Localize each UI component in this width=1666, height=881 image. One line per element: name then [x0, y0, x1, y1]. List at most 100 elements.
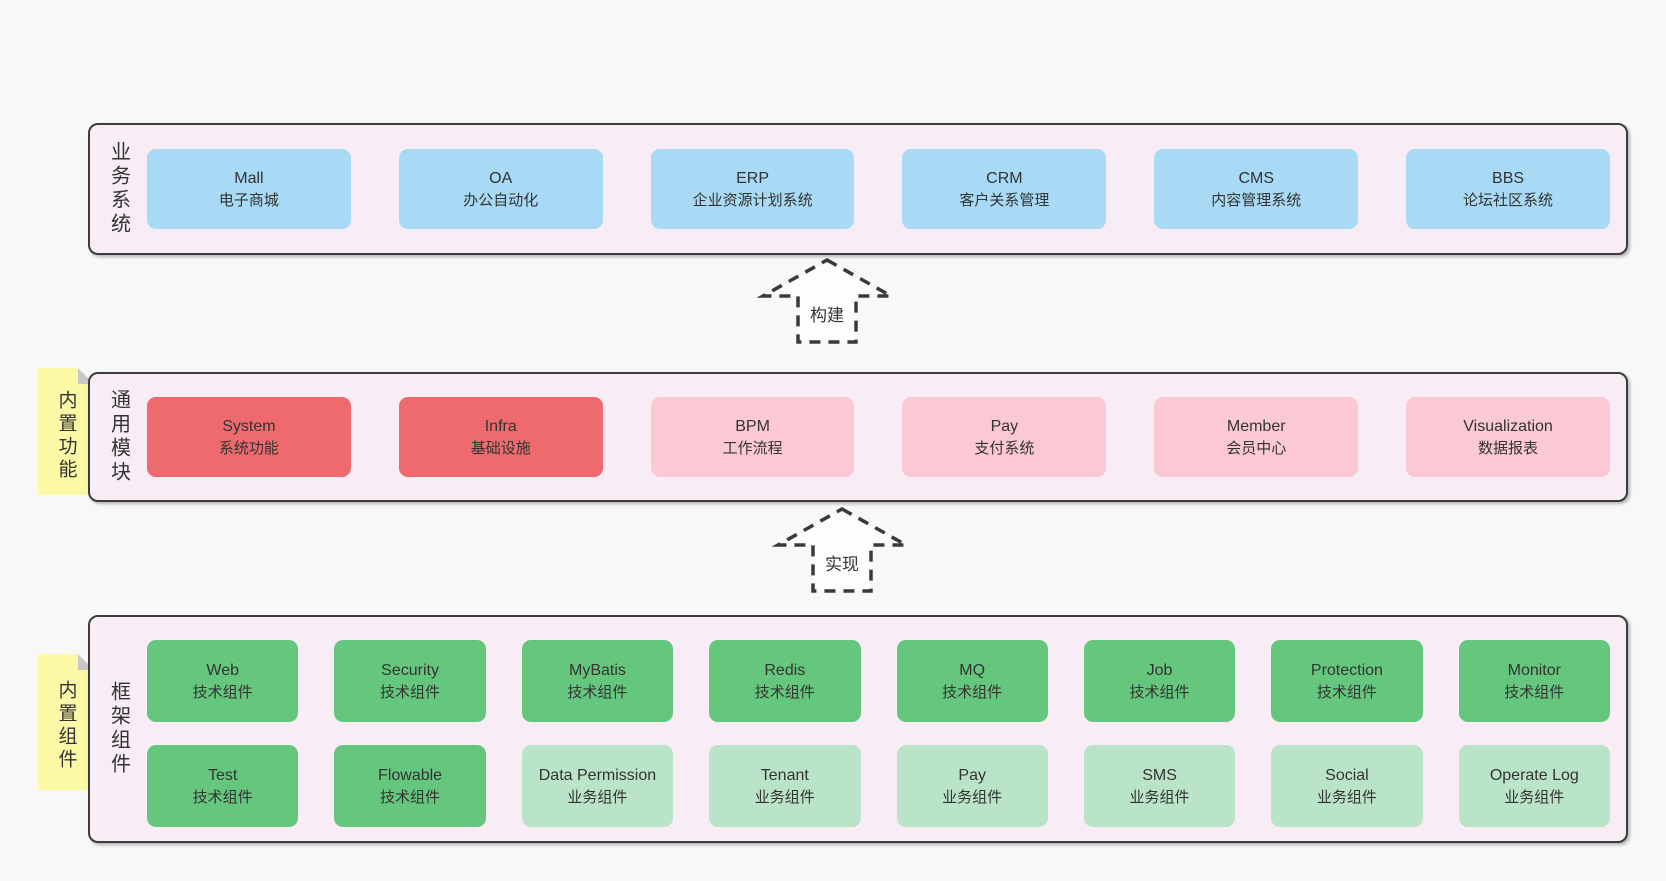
box-sms: SMS 业务组件 — [1083, 745, 1236, 827]
box-title: Redis — [764, 661, 806, 679]
box-pay-component: Pay 业务组件 — [896, 745, 1048, 827]
box-title: Pay — [990, 417, 1019, 435]
box-bpm: BPM 工作流程 — [650, 397, 855, 477]
box-monitor: Monitor 技术组件 — [1458, 640, 1610, 722]
box-security: Security 技术组件 — [334, 640, 486, 722]
box-subtitle: 客户关系管理 — [959, 191, 1050, 209]
box-subtitle: 内容管理系统 — [1211, 191, 1302, 209]
box-title: MyBatis — [568, 661, 626, 679]
band-label-common-modules: 通用模块 — [90, 374, 147, 500]
box-redis: Redis 技术组件 — [709, 640, 861, 722]
box-protection: Protection 技术组件 — [1271, 640, 1423, 722]
box-test: Test 技术组件 — [147, 745, 299, 827]
components-row-1: Web 技术组件 Security 技术组件 MyBatis 技术组件 Redi… — [147, 640, 1610, 722]
band-label-text: 业务系统 — [107, 141, 130, 237]
box-title: Visualization — [1463, 417, 1553, 435]
box-title: Monitor — [1507, 661, 1561, 679]
band-business-systems: 业务系统 Mall 电子商城 OA 办公自动化 ERP 企业资源计划系统 CRM… — [88, 123, 1628, 255]
box-bbs: BBS 论坛社区系统 — [1406, 149, 1610, 229]
box-social: Social 业务组件 — [1271, 745, 1423, 827]
box-title: Test — [208, 766, 238, 784]
box-title: Flowable — [378, 766, 443, 784]
box-visualization: Visualization 数据报表 — [1406, 397, 1610, 477]
sticky-text: 内置组件 — [55, 680, 77, 772]
box-subtitle: 技术组件 — [380, 683, 441, 701]
box-title: SMS — [1142, 766, 1177, 784]
box-subtitle: 系统功能 — [218, 439, 279, 457]
box-subtitle: 技术组件 — [192, 683, 253, 701]
box-title: BBS — [1492, 169, 1525, 187]
box-subtitle: 业务组件 — [1316, 788, 1377, 806]
box-title: Mall — [234, 169, 264, 187]
box-pay-system: Pay 支付系统 — [902, 397, 1107, 477]
box-subtitle: 技术组件 — [380, 788, 441, 806]
box-subtitle: 技术组件 — [754, 683, 815, 701]
box-mq: MQ 技术组件 — [896, 640, 1048, 722]
box-operate-log: Operate Log 业务组件 — [1458, 745, 1610, 827]
arrow-build-label: 构建 — [808, 301, 846, 326]
box-tenant: Tenant 业务组件 — [709, 745, 861, 827]
box-title: Web — [206, 661, 239, 679]
box-title: OA — [489, 169, 513, 187]
box-subtitle: 办公自动化 — [463, 191, 539, 209]
box-subtitle: 企业资源计划系统 — [692, 191, 813, 209]
band-framework-components: 框架组件 Web 技术组件 Security 技术组件 MyBatis 技术组件… — [88, 615, 1628, 843]
box-title: MQ — [959, 661, 986, 679]
box-subtitle: 基础设施 — [470, 439, 531, 457]
box-data-permission: Data Permission 业务组件 — [521, 745, 674, 827]
box-title: ERP — [736, 169, 770, 187]
box-subtitle: 技术组件 — [1316, 683, 1377, 701]
box-subtitle: 电子商城 — [218, 191, 279, 209]
box-subtitle: 技术组件 — [942, 683, 1003, 701]
box-subtitle: 支付系统 — [974, 439, 1035, 457]
box-subtitle: 数据报表 — [1478, 439, 1539, 457]
box-title: CMS — [1238, 169, 1274, 187]
box-subtitle: 技术组件 — [192, 788, 253, 806]
box-subtitle: 业务组件 — [942, 788, 1003, 806]
box-subtitle: 业务组件 — [1129, 788, 1190, 806]
box-mybatis: MyBatis 技术组件 — [521, 640, 674, 722]
box-subtitle: 业务组件 — [1504, 788, 1565, 806]
arrow-implement-label: 实现 — [823, 550, 861, 575]
box-title: Member — [1226, 417, 1286, 435]
box-system: System 系统功能 — [147, 397, 351, 477]
band-label-framework-components: 框架组件 — [90, 617, 147, 841]
box-oa: OA 办公自动化 — [398, 149, 603, 229]
box-web: Web 技术组件 — [147, 640, 299, 722]
box-subtitle: 业务组件 — [754, 788, 815, 806]
arrow-build: 构建 — [757, 256, 897, 346]
components-row-2: Test 技术组件 Flowable 技术组件 Data Permission … — [147, 745, 1610, 827]
box-title: Tenant — [760, 766, 809, 784]
band-label-text: 通用模块 — [107, 389, 130, 485]
box-title: BPM — [735, 417, 770, 435]
box-mall: Mall 电子商城 — [147, 149, 351, 229]
box-subtitle: 技术组件 — [1504, 683, 1565, 701]
sticky-note-built-in-components: 内置组件 — [38, 654, 94, 790]
box-title: Data Permission — [538, 766, 657, 784]
box-title: Infra — [484, 417, 517, 435]
box-subtitle: 工作流程 — [722, 439, 783, 457]
box-title: Protection — [1310, 661, 1383, 679]
box-subtitle: 论坛社区系统 — [1463, 191, 1554, 209]
band-common-modules: 通用模块 System 系统功能 Infra 基础设施 BPM 工作流程 Pay… — [88, 372, 1628, 502]
box-title: CRM — [986, 169, 1023, 187]
box-infra: Infra 基础设施 — [398, 397, 603, 477]
box-title: System — [222, 417, 276, 435]
box-subtitle: 技术组件 — [1129, 683, 1190, 701]
sticky-note-built-in-features: 内置功能 — [38, 368, 94, 495]
band-label-business-systems: 业务系统 — [90, 125, 147, 253]
box-cms: CMS 内容管理系统 — [1154, 149, 1359, 229]
box-subtitle: 技术组件 — [567, 683, 628, 701]
box-title: Security — [381, 661, 439, 679]
components-rows: Web 技术组件 Security 技术组件 MyBatis 技术组件 Redi… — [147, 617, 1626, 841]
box-flowable: Flowable 技术组件 — [334, 745, 486, 827]
box-crm: CRM 客户关系管理 — [902, 149, 1107, 229]
box-subtitle: 业务组件 — [567, 788, 628, 806]
box-title: Pay — [958, 766, 986, 784]
box-member: Member 会员中心 — [1154, 397, 1359, 477]
arrow-implement: 实现 — [772, 505, 912, 595]
modules-box-row: System 系统功能 Infra 基础设施 BPM 工作流程 Pay 支付系统… — [147, 374, 1626, 500]
box-title: Job — [1146, 661, 1173, 679]
box-job: Job 技术组件 — [1083, 640, 1236, 722]
box-title: Social — [1325, 766, 1369, 784]
